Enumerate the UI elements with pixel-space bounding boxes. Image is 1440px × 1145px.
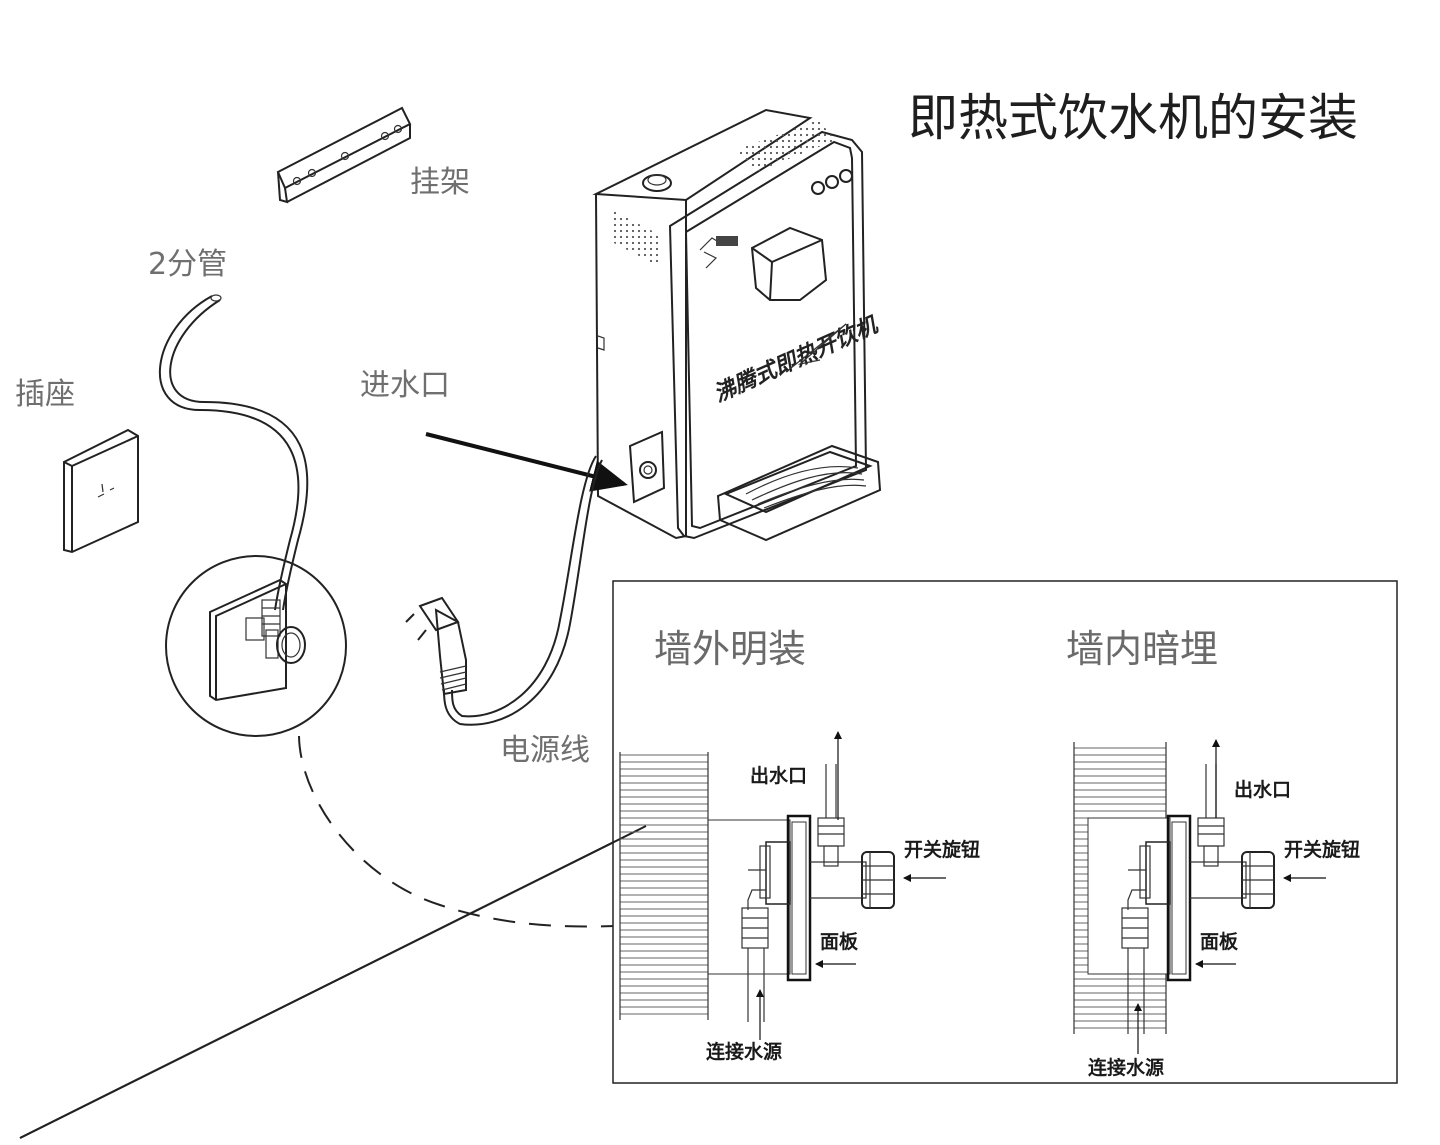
- inlet-label: 进水口: [360, 368, 450, 403]
- surface-panel-label: 面板: [820, 930, 859, 953]
- machine-brand-text: 沸腾式即热开饮机: [710, 312, 883, 407]
- page-title: 即热式饮水机的安装: [908, 89, 1358, 147]
- water-pipe: [158, 294, 309, 611]
- detail-surface-mount: 墙外明装 出水口 开关旋钮 面板: [619, 627, 980, 1063]
- surface-source-label: 连接水源: [706, 1040, 782, 1063]
- concealed-knob-label: 开关旋钮: [1284, 838, 1360, 861]
- surface-mount-title: 墙外明装: [654, 627, 806, 671]
- surface-outlet-label: 出水口: [750, 764, 807, 787]
- valve-magnifier: [165, 555, 616, 928]
- inlet-arrow: [425, 432, 628, 492]
- power-socket: [63, 428, 139, 554]
- concealed-mount-title: 墙内暗埋: [1066, 627, 1218, 671]
- bracket-label: 挂架: [410, 165, 470, 200]
- power-cord-label: 电源线: [500, 733, 590, 768]
- pipe-label: 2分管: [148, 247, 227, 282]
- detail-panel: [612, 580, 1398, 1084]
- water-dispenser: 沸腾式即热开饮机: [592, 108, 883, 542]
- power-cord: [405, 455, 603, 726]
- socket-label: 插座: [15, 377, 75, 412]
- surface-knob-label: 开关旋钮: [904, 838, 980, 861]
- concealed-panel-label: 面板: [1200, 930, 1239, 953]
- concealed-source-label: 连接水源: [1088, 1056, 1164, 1079]
- detail-concealed-mount: 墙内暗埋 出水口 开关旋钮 面板: [1066, 627, 1360, 1079]
- wall-bracket: [276, 106, 412, 204]
- concealed-outlet-label: 出水口: [1234, 778, 1291, 801]
